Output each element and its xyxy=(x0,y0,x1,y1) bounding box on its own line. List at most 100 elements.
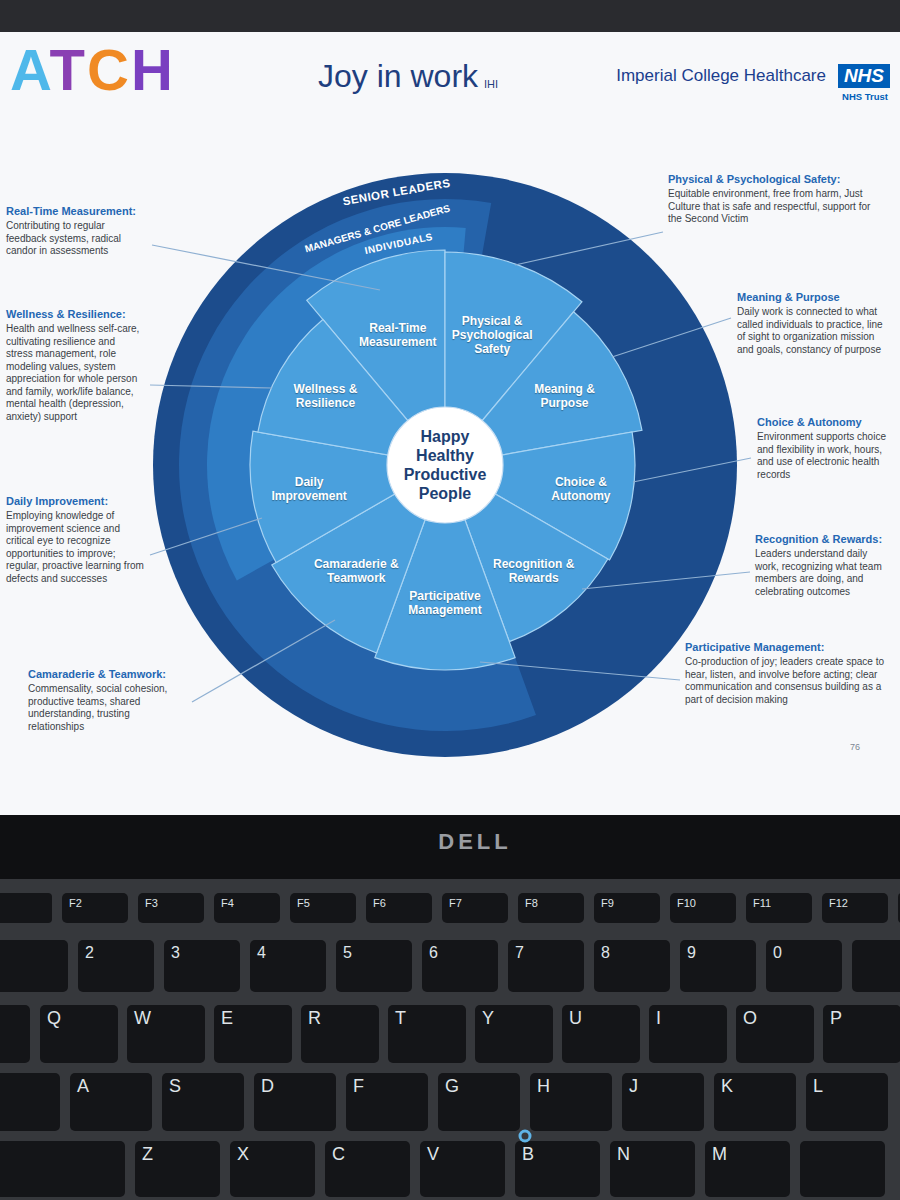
key-label: 9 xyxy=(687,944,696,962)
key-cap xyxy=(366,893,432,923)
leader-line xyxy=(192,620,335,702)
screen-bezel-bottom xyxy=(0,815,900,879)
label-holder: T xyxy=(395,1009,406,1029)
leader-line xyxy=(612,318,731,357)
label-holder: F xyxy=(353,1077,364,1097)
label-holder: L xyxy=(813,1077,823,1097)
text-holder: Meaning & Purpose xyxy=(521,382,609,410)
leader-line xyxy=(480,662,680,680)
key-cap xyxy=(714,1073,796,1131)
label-holder: Z xyxy=(142,1145,153,1165)
label-holder: 4 xyxy=(257,944,266,962)
key-cap xyxy=(852,940,900,992)
key-label: X xyxy=(237,1145,249,1165)
label-holder: E xyxy=(221,1009,233,1029)
label-holder: U xyxy=(569,1009,582,1029)
text-holder: Choice & Autonomy xyxy=(537,475,625,503)
key-label: 0 xyxy=(773,944,782,962)
key-label: Z xyxy=(142,1145,153,1165)
label-holder: Physical & Psychological Safety: xyxy=(668,173,886,186)
keyboard-deck xyxy=(0,879,900,1200)
key-label: 5 xyxy=(343,944,352,962)
callout-heading: Choice & Autonomy xyxy=(757,416,887,429)
label-holder: IHI xyxy=(484,78,498,90)
key-cap xyxy=(680,940,756,992)
label-holder: Environment supports choice and flexibil… xyxy=(757,431,887,481)
label-holder: 76 xyxy=(850,742,860,752)
key-cap xyxy=(162,1073,244,1131)
key-label: F10 xyxy=(677,897,696,909)
key-cap xyxy=(800,1141,885,1197)
key-cap xyxy=(127,1005,205,1063)
key-cap xyxy=(705,1141,790,1197)
label-holder: G xyxy=(445,1077,459,1097)
key-cap xyxy=(610,1141,695,1197)
label-holder: Leaders understand daily work, recognizi… xyxy=(755,548,887,598)
text-holder: Physical & Psychological Safety xyxy=(448,314,536,356)
key-cap xyxy=(438,1073,520,1131)
key-label: 2 xyxy=(85,944,94,962)
key-cap xyxy=(336,940,412,992)
callout-body: Employing knowledge of improvement scien… xyxy=(6,510,144,585)
key-cap xyxy=(0,1141,125,1197)
key-cap xyxy=(594,940,670,992)
label-holder: 0 xyxy=(773,944,782,962)
nhs-logo: NHS xyxy=(838,64,890,88)
text-holder: Recognition & Rewards xyxy=(490,557,578,585)
segment-label: Daily Improvement xyxy=(265,475,353,503)
label-holder: ATCH xyxy=(10,38,175,102)
key-label: F2 xyxy=(69,897,82,909)
label-holder: Wellness & Resilience: xyxy=(6,308,154,321)
key-cap xyxy=(164,940,240,992)
organisation-subtitle: NHS Trust xyxy=(842,91,888,102)
key-cap xyxy=(515,1141,600,1197)
label-holder: N xyxy=(617,1145,630,1165)
key-cap xyxy=(508,940,584,992)
key-cap xyxy=(135,1141,220,1197)
key-label: P xyxy=(830,1009,842,1029)
leader-line xyxy=(152,245,380,290)
key-label: L xyxy=(813,1077,823,1097)
key-label: N xyxy=(617,1145,630,1165)
label-holder: Daily work is connected to what called i… xyxy=(737,306,885,356)
center-label: Happy Healthy Productive People xyxy=(397,427,493,503)
segment-label: Choice & Autonomy xyxy=(537,475,625,503)
callout-heading: Camaraderie & Teamwork: xyxy=(28,668,188,681)
key-label: 6 xyxy=(429,944,438,962)
key-label: G xyxy=(445,1077,459,1097)
key-label: F xyxy=(353,1077,364,1097)
key-cap xyxy=(594,893,660,923)
key-label: C xyxy=(332,1145,345,1165)
keyboard-keys xyxy=(0,893,900,1197)
key-cap xyxy=(78,940,154,992)
label-holder: Employing knowledge of improvement scien… xyxy=(6,510,144,585)
key-label: S xyxy=(169,1077,181,1097)
key-label: Y xyxy=(482,1009,494,1029)
organisation-name: Imperial College Healthcare xyxy=(616,66,826,86)
label-holder: S xyxy=(169,1077,181,1097)
leadership-ring: INDIVIDUALSMANAGERS & CORE LEADERSReal-T… xyxy=(153,173,737,757)
slide-background xyxy=(0,32,900,815)
label-holder: F3 xyxy=(145,897,158,909)
label-holder: M xyxy=(712,1145,727,1165)
label-holder: F11 xyxy=(753,897,771,909)
segment-label: Camaraderie & Teamwork xyxy=(312,557,400,585)
key-cap xyxy=(62,893,128,923)
key-cap xyxy=(823,1005,900,1063)
label-holder: C xyxy=(332,1145,345,1165)
text-holder: Participative Management xyxy=(401,589,489,617)
label-holder: X xyxy=(237,1145,249,1165)
brand-logo: DELL xyxy=(375,829,575,855)
label-holder: Recognition & Rewards: xyxy=(755,533,887,546)
key-cap xyxy=(736,1005,814,1063)
key-cap xyxy=(214,893,280,923)
key-cap xyxy=(562,1005,640,1063)
logo-text: ATCH xyxy=(10,38,175,102)
source-tag: IHI xyxy=(484,78,498,90)
key-cap xyxy=(70,1073,152,1131)
label-holder: 3 xyxy=(171,944,180,962)
key-label: T xyxy=(395,1009,406,1029)
label-holder: F8 xyxy=(525,897,538,909)
key-label: F4 xyxy=(221,897,234,909)
